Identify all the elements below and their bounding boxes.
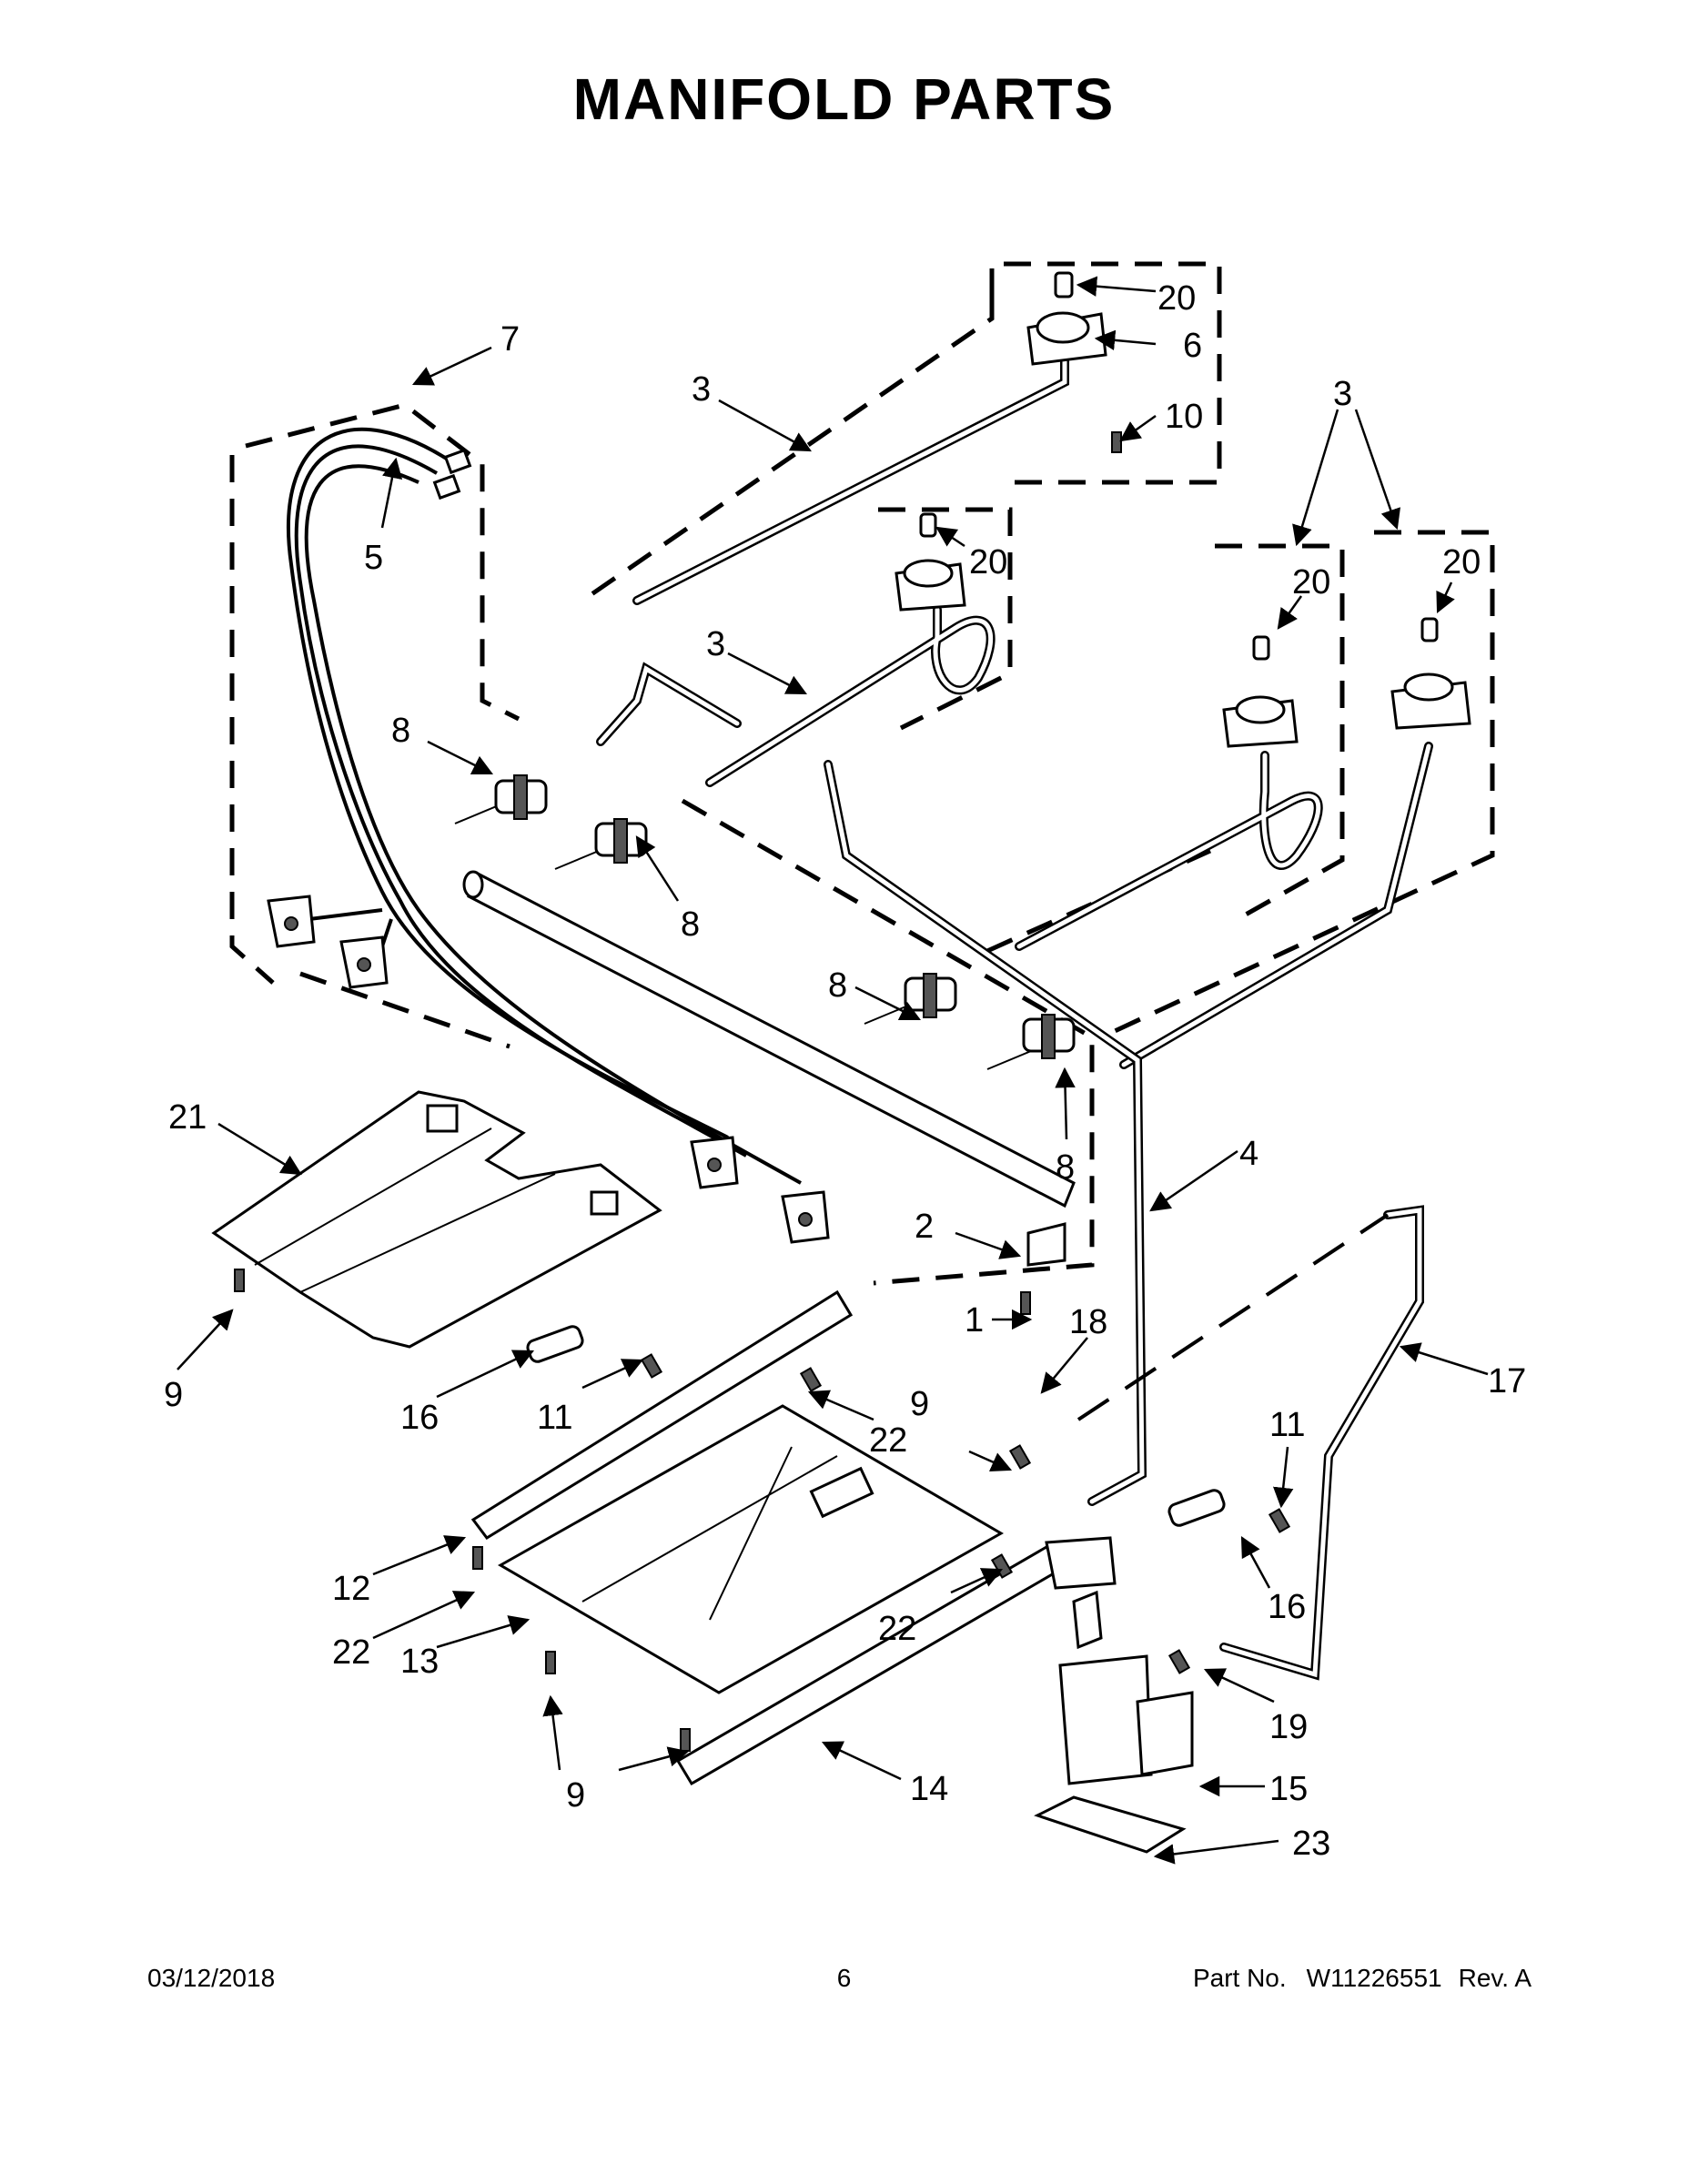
callout-8: 8 xyxy=(828,966,847,1005)
callout-1: 1 xyxy=(965,1301,984,1340)
label-plate xyxy=(1034,1795,1187,1854)
switch-brackets xyxy=(267,895,830,1244)
part-number-label: Part No. xyxy=(1192,1964,1287,1992)
wire-connectors xyxy=(432,448,472,500)
callout-3: 3 xyxy=(692,370,711,409)
callout-16: 16 xyxy=(1268,1588,1306,1626)
callout-22: 22 xyxy=(878,1610,916,1648)
callout-20: 20 xyxy=(1157,279,1196,318)
callout-22: 22 xyxy=(869,1421,907,1460)
orifice-spuds xyxy=(919,271,1439,661)
callout-5: 5 xyxy=(364,539,383,577)
burner-plate xyxy=(497,1404,1005,1694)
callout-8: 8 xyxy=(1056,1148,1075,1187)
callout-16: 16 xyxy=(400,1399,439,1437)
callout-6: 6 xyxy=(1183,327,1202,365)
callout-15: 15 xyxy=(1269,1770,1308,1808)
callout-3: 3 xyxy=(706,625,725,663)
part-number: W11226551 xyxy=(1306,1964,1442,1992)
callout-22: 22 xyxy=(332,1633,370,1672)
callout-21: 21 xyxy=(168,1098,207,1137)
callout-20: 20 xyxy=(1292,563,1330,602)
burner-tubes xyxy=(470,1289,1117,1786)
callout-9: 9 xyxy=(164,1376,183,1414)
page-title: MANIFOLD PARTS xyxy=(572,66,1116,132)
callout-arrows xyxy=(177,276,1489,1865)
gas-regulator xyxy=(1058,1590,1194,1785)
manifold-pipe xyxy=(462,870,1076,1267)
dashed-group-boxes xyxy=(229,261,1495,1286)
footer-part-info: Part No. W11226551 Rev. A xyxy=(1193,1964,1531,1993)
callout-20: 20 xyxy=(1442,543,1481,581)
callout-4: 4 xyxy=(1239,1135,1258,1173)
callout-9: 9 xyxy=(910,1385,929,1423)
callout-19: 19 xyxy=(1269,1708,1308,1746)
callout-7: 7 xyxy=(500,320,520,359)
screws xyxy=(234,431,1291,1752)
callout-18: 18 xyxy=(1069,1303,1107,1341)
callout-labels: 20 6 10 7 3 5 20 3 3 20 20 8 8 8 8 4 2 1… xyxy=(164,279,1526,1863)
heat-shield xyxy=(211,1090,662,1349)
callout-17: 17 xyxy=(1488,1362,1526,1400)
callout-11: 11 xyxy=(537,1399,572,1437)
orifice-holders xyxy=(895,311,1471,748)
wiring-harness xyxy=(286,428,802,1185)
gas-tubes xyxy=(596,346,1433,1681)
burner-valves xyxy=(454,774,1076,1070)
callout-20: 20 xyxy=(969,543,1007,581)
callout-8: 8 xyxy=(681,905,700,944)
callout-23: 23 xyxy=(1292,1825,1330,1863)
callout-3: 3 xyxy=(1333,375,1352,413)
callout-9: 9 xyxy=(566,1776,585,1815)
callout-12: 12 xyxy=(332,1570,370,1608)
callout-14: 14 xyxy=(910,1770,948,1808)
callout-2: 2 xyxy=(915,1208,934,1246)
revision: Rev. A xyxy=(1458,1964,1531,1992)
footer-page-number: 6 xyxy=(836,1964,852,1992)
footer-date: 03/12/2018 xyxy=(147,1964,276,1992)
callout-11: 11 xyxy=(1269,1406,1305,1444)
callout-10: 10 xyxy=(1165,398,1203,436)
callout-13: 13 xyxy=(400,1643,439,1681)
callout-8: 8 xyxy=(391,712,410,750)
